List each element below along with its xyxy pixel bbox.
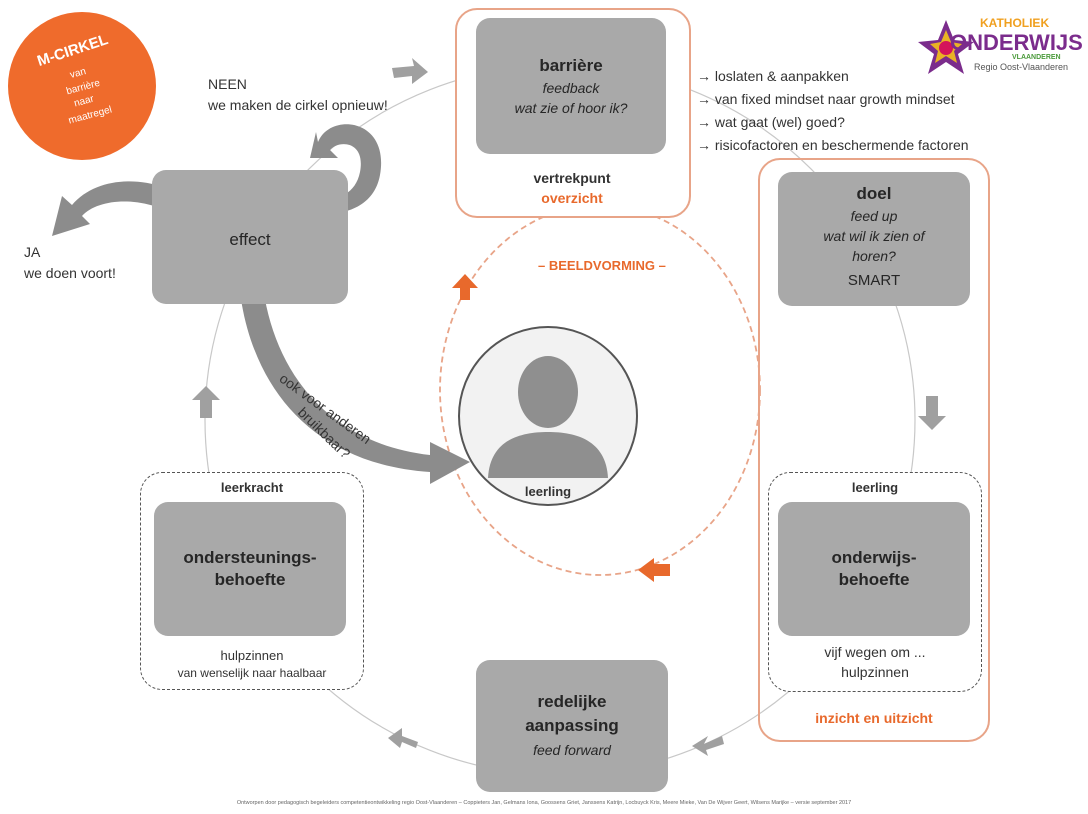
bullet-1: → loslaten & aanpakken bbox=[697, 68, 849, 84]
inzicht-frame bbox=[758, 158, 990, 742]
inzicht-label: inzicht en uitzicht bbox=[815, 710, 933, 726]
arrow-to-ondersteuning bbox=[388, 728, 418, 748]
badge-sub2: barrière bbox=[65, 77, 102, 98]
onderwijs-hulpzinnen: hulpzinnen bbox=[841, 664, 909, 680]
effect-box: effect bbox=[152, 170, 348, 304]
redelijke-title-1: redelijke bbox=[537, 692, 607, 711]
ondersteuning-title-2: behoefte bbox=[214, 570, 286, 589]
doel-title: doel bbox=[856, 184, 892, 203]
onderwijs-title-1: onderwijs- bbox=[831, 548, 917, 567]
logo-line2: ONDERWIJS bbox=[950, 30, 1083, 55]
barriere-feedback: feedback bbox=[542, 80, 600, 96]
onderwijs-box: onderwijs- behoefte bbox=[778, 502, 970, 636]
cycle-arrows bbox=[192, 58, 946, 756]
doel-question-1: wat wil ik zien of bbox=[823, 228, 925, 244]
bullet-2: → van fixed mindset naar growth mindset bbox=[697, 91, 955, 107]
arrow-to-barriere bbox=[392, 58, 428, 84]
loop-arrow bbox=[268, 124, 382, 215]
logo-star-icon bbox=[918, 20, 974, 74]
badge-title: M-CIRKEL bbox=[35, 31, 111, 70]
doel-box: doel feed up wat wil ik zien of horen? S… bbox=[778, 172, 970, 306]
m-cirkel-badge: M-CIRKEL van barrière naar maatregel bbox=[8, 12, 156, 160]
logo-line1: KATHOLIEK bbox=[980, 16, 1050, 30]
redelijke-title-2: aanpassing bbox=[525, 716, 619, 735]
vertrekpunt-label: vertrekpunt bbox=[533, 170, 611, 186]
credits-footer: Ontworpen door pedagogisch begeleiders c… bbox=[236, 800, 852, 806]
arrow-up-left bbox=[192, 386, 220, 418]
effect-title: effect bbox=[229, 230, 271, 249]
arrow-down-right bbox=[918, 396, 946, 430]
neen-text: we maken de cirkel opnieuw! bbox=[208, 97, 388, 113]
onderwijs-vijf-wegen: vijf wegen om ... bbox=[824, 644, 926, 660]
bullet-3: → wat gaat (wel) goed? bbox=[697, 114, 845, 130]
leerkracht-label: leerkracht bbox=[220, 480, 284, 495]
student-label: leerling bbox=[524, 484, 572, 499]
barriere-title: barrière bbox=[539, 56, 603, 75]
orange-arrow-left bbox=[638, 558, 670, 582]
neen-heading: NEEN bbox=[208, 76, 247, 92]
person-icon bbox=[488, 356, 608, 478]
onderwijs-title-2: behoefte bbox=[838, 570, 910, 589]
ja-text: we doen voort! bbox=[24, 265, 116, 281]
ondersteuning-hulpzinnen: hulpzinnen bbox=[220, 648, 284, 663]
doel-question-2: horen? bbox=[852, 248, 896, 264]
redelijke-box: redelijke aanpassing feed forward bbox=[476, 660, 668, 792]
doel-smart: SMART bbox=[847, 272, 901, 289]
student-circle: leerling bbox=[458, 326, 638, 506]
leerling-header: leerling bbox=[851, 480, 899, 495]
bullet-4: → risicofactoren en beschermende factore… bbox=[697, 137, 969, 153]
badge-sub3: naar bbox=[72, 93, 96, 110]
logo-line4: Regio Oost-Vlaanderen bbox=[974, 62, 1069, 72]
logo: KATHOLIEK ONDERWIJS VLAANDEREN Regio Oos… bbox=[916, 14, 1086, 84]
doel-feedup: feed up bbox=[850, 208, 898, 224]
logo-line3: VLAANDEREN bbox=[1012, 54, 1061, 61]
redelijke-feedforward: feed forward bbox=[533, 742, 611, 758]
orange-arrow-up bbox=[452, 274, 478, 300]
badge-sub4: maatregel bbox=[67, 104, 114, 127]
ja-heading: JA bbox=[24, 244, 41, 260]
ondersteuning-title-1: ondersteunings- bbox=[183, 548, 317, 567]
barriere-box: barrière feedback wat zie of hoor ik? bbox=[476, 18, 666, 154]
barriere-question: wat zie of hoor ik? bbox=[514, 100, 628, 116]
ondersteuning-wenselijk: van wenselijk naar haalbaar bbox=[177, 666, 327, 680]
arrow-to-redelijke bbox=[692, 736, 724, 756]
big-curve-arrow bbox=[237, 215, 470, 484]
ondersteuning-box: ondersteunings- behoefte bbox=[154, 502, 346, 636]
beeldvorming-label: – BEELDVORMING – bbox=[538, 258, 666, 273]
badge-sub1: van bbox=[68, 66, 88, 81]
overzicht-label: overzicht bbox=[541, 190, 603, 206]
